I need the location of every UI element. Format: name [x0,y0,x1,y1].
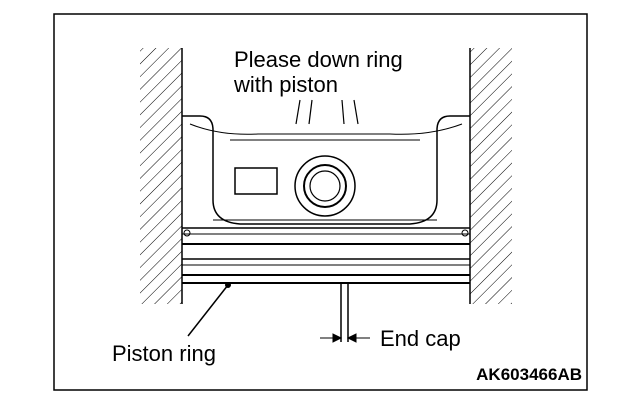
cylinder-wall-right [469,48,512,304]
piston-ring-leader [187,282,231,337]
piston-ring-label: Piston ring [112,341,216,366]
piston-window [234,167,278,195]
ring-grooves [182,227,470,284]
figure-code: AK603466AB [476,365,582,384]
end-cap-label: End cap [380,326,461,351]
cylinder-wall-left [140,48,183,304]
piston-pin-boss [294,155,356,217]
instruction-line-1: Please down ring [234,47,403,72]
instruction-line-2: with piston [233,72,338,97]
piston [182,115,470,225]
end-cap-gap [320,283,370,343]
connecting-rod [295,99,359,125]
